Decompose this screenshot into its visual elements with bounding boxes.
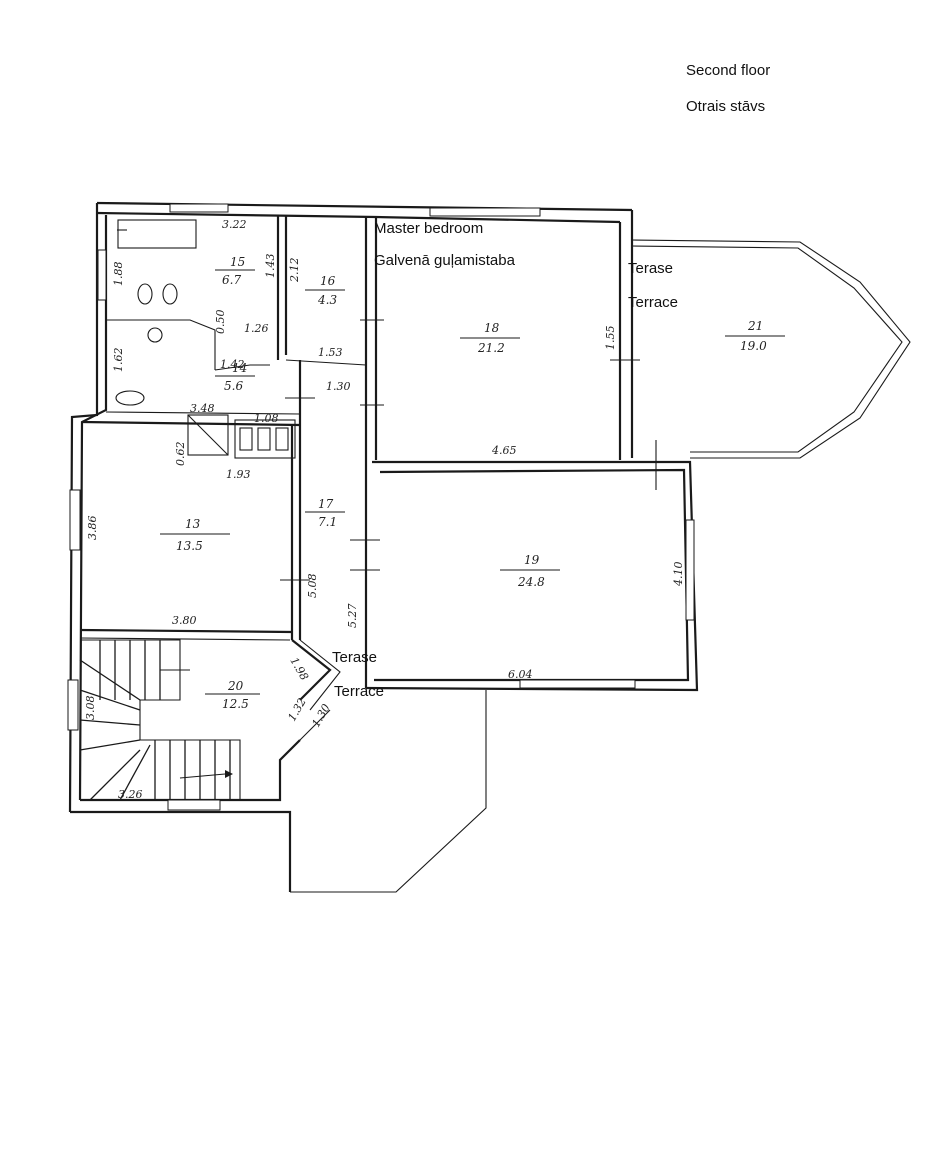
printed-labels: Master bedroom Galvenā guļamistaba Teras…: [332, 220, 678, 700]
dimension-labels: 3.22 1.88 1.43 2.12 0.50 1.26 1.62 1.42 …: [84, 218, 685, 801]
room-area: 7.1: [318, 515, 337, 529]
room-number: 15: [230, 255, 245, 269]
dim-label: 1.53: [318, 346, 343, 359]
windows: [67, 203, 695, 811]
dim-label: 5.27: [346, 604, 359, 629]
room-labels: 15 6.7 16 4.3 14 5.6 18 21.2 21 19.0 13 …: [160, 255, 785, 711]
room-area: 13.5: [176, 539, 203, 553]
room-area: 6.7: [222, 273, 241, 287]
dim-label: 1.55: [604, 326, 617, 351]
master-bedroom-label-en: Master bedroom: [374, 220, 483, 237]
terrace-east-label-lv: Terase: [628, 260, 673, 277]
room-area: 19.0: [740, 339, 767, 353]
room-area: 4.3: [317, 293, 337, 307]
plan-title-lv: Otrais stāvs: [686, 98, 766, 115]
room-number: 13: [185, 517, 201, 531]
room-number: 21: [747, 319, 763, 333]
dim-label: 4.65: [491, 444, 517, 457]
plan-title-en: Second floor: [686, 62, 771, 79]
dim-label: 1.98: [287, 655, 311, 683]
room-number: 19: [524, 553, 540, 567]
terrace-south-outline: [290, 690, 487, 893]
staircase: [79, 639, 241, 801]
terrace-south-label-en: Terrace: [334, 683, 384, 700]
dim-label: 3.48: [190, 402, 215, 415]
sanitary-fixtures: [115, 219, 289, 451]
dim-label: 6.04: [508, 668, 533, 681]
toilet-icon: [115, 390, 145, 406]
sink-icon: [147, 327, 163, 343]
vent-icon: [239, 427, 253, 451]
internal-walls: [79, 216, 367, 711]
room-number: 14: [232, 361, 247, 375]
bidet-icon: [162, 283, 178, 305]
outer-walls: [68, 201, 699, 892]
dim-label: 1.62: [112, 348, 125, 373]
room-area: 5.6: [224, 379, 243, 393]
dim-label: 3.80: [172, 614, 197, 627]
dim-label: 1.43: [264, 254, 277, 279]
dim-label: 1.88: [112, 262, 125, 287]
room-area: 21.2: [477, 341, 505, 355]
dim-label: 3.08: [84, 696, 97, 721]
dim-label: 3.22: [222, 218, 247, 231]
dim-label: 1.30: [326, 380, 351, 393]
dim-label: 1.32: [285, 696, 309, 724]
dim-label: 0.62: [174, 442, 187, 467]
dim-label: 1.08: [254, 412, 279, 425]
dim-label: 1.93: [226, 468, 251, 481]
room-number: 18: [484, 321, 500, 335]
bathtub-icon: [117, 219, 197, 249]
room-number: 17: [318, 497, 334, 511]
terrace-east-outline: [631, 239, 911, 459]
vent-icon: [257, 427, 271, 451]
dim-label: 5.08: [306, 574, 319, 599]
dim-label: 4.10: [672, 562, 685, 588]
toilet-icon: [137, 283, 153, 305]
room-area: 12.5: [222, 697, 249, 711]
dim-label: 1.26: [244, 322, 269, 335]
master-bedroom-label-lv: Galvenā guļamistaba: [374, 252, 516, 269]
terrace-east-label-en: Terrace: [628, 294, 678, 311]
dim-label: 3.26: [118, 788, 143, 801]
dim-label: 3.86: [86, 516, 99, 541]
room-number: 20: [227, 679, 244, 693]
dim-label: 0.50: [214, 310, 227, 335]
vent-icon: [275, 427, 289, 451]
dim-label: 1.42: [220, 358, 245, 371]
dimension-ticks: [117, 229, 657, 671]
room-number: 16: [320, 274, 336, 288]
terrace-south-label-lv: Terase: [332, 649, 377, 666]
dim-label: 2.12: [288, 258, 301, 284]
room-area: 24.8: [517, 575, 545, 589]
